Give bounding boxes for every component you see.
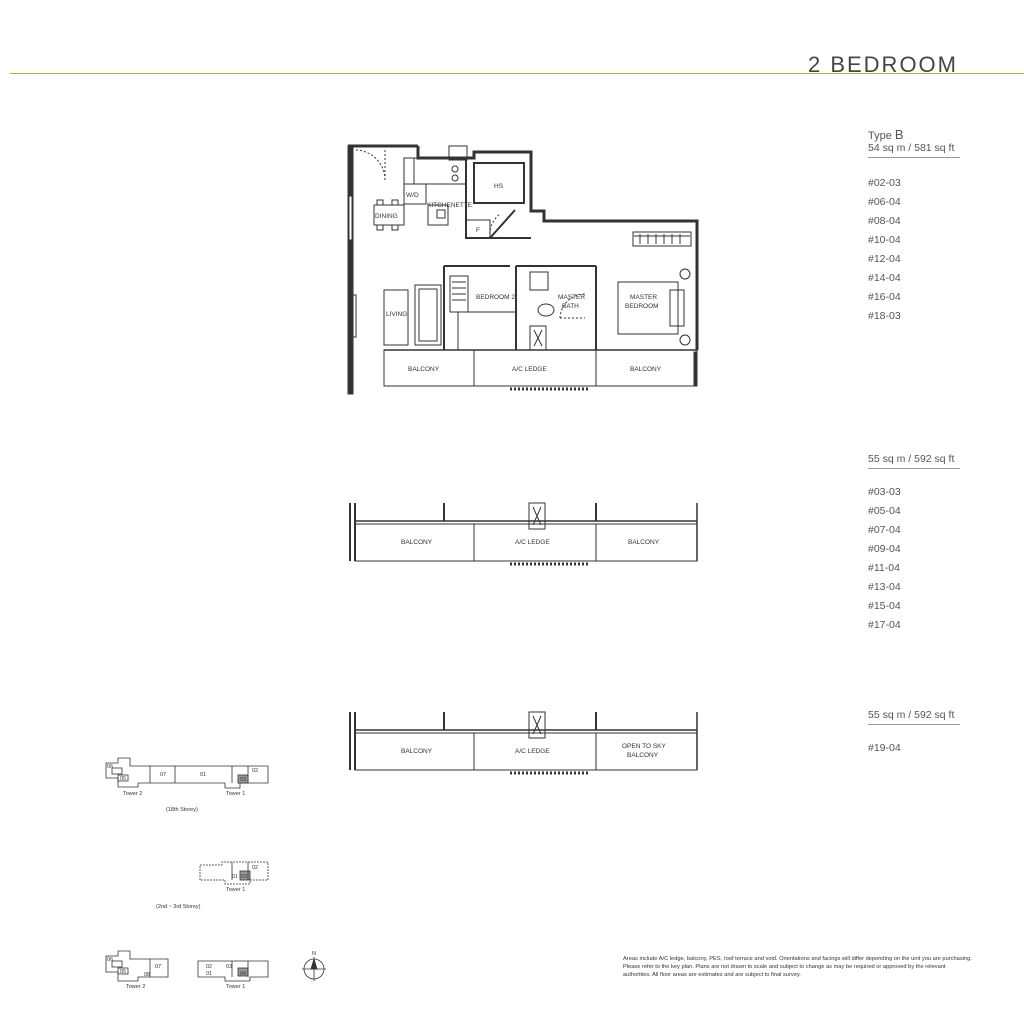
unit-area: 55 sq m / 592 sq ft (868, 453, 960, 469)
unit-number: #08-04 (868, 215, 901, 227)
label-balcony: BALCONY (401, 539, 433, 546)
key-unit: 03 (241, 874, 247, 880)
label-wd: W/D (406, 192, 419, 199)
header-rule (10, 73, 1024, 74)
label-living: LIVING (386, 311, 407, 318)
unit-type: Type B (868, 127, 960, 142)
key-unit: 03 (240, 777, 246, 783)
unit-info-group-2: 55 sq m / 592 sq ft #03-03 #05-04 #07-04… (868, 453, 960, 635)
key-unit: 01 (232, 874, 238, 880)
unit-list: #02-03 #06-04 #08-04 #10-04 #12-04 #14-0… (868, 174, 960, 326)
key-tower-label: Tower 1 (226, 791, 245, 797)
key-tower-label: Tower 1 (226, 887, 245, 893)
key-unit: 01 (200, 772, 206, 778)
key-unit: 07 (155, 964, 161, 970)
unit-number: #13-04 (868, 581, 901, 593)
key-unit: 06 (107, 957, 113, 963)
label-open-to-sky: OPEN TO SKY (622, 743, 666, 750)
unit-number: #03-03 (868, 486, 901, 498)
page-title: 2 BEDROOM (807, 52, 958, 77)
unit-number: #06-04 (868, 196, 901, 208)
label-kitchenette: KITCHENETTE (427, 202, 473, 209)
unit-number: #15-04 (868, 600, 901, 612)
key-unit: 03 (226, 964, 232, 970)
unit-number: #10-04 (868, 234, 901, 246)
label-f: F (476, 227, 480, 234)
label-master-bath: MASTER (558, 294, 585, 301)
key-unit: 02 (252, 768, 258, 774)
disclaimer: Areas include A/C ledge, balcony, PES, r… (623, 956, 972, 978)
unit-number: #17-04 (868, 619, 901, 631)
label-hs: HS (494, 183, 504, 190)
key-unit: 05 (120, 969, 126, 975)
label-master-bedroom: MASTER (630, 294, 657, 301)
unit-number: #09-04 (868, 543, 901, 555)
key-tower-label: Tower 2 (126, 984, 145, 990)
unit-type-prefix: Type (868, 130, 895, 142)
key-unit: 05 (120, 776, 126, 782)
key-unit: 04 (240, 971, 246, 977)
unit-number: #16-04 (868, 291, 901, 303)
key-unit: 02 (252, 865, 258, 871)
key-caption: (18th Storey) (166, 807, 198, 813)
unit-number: #12-04 (868, 253, 901, 265)
north-arrow-label: N (312, 951, 316, 957)
label-ac-ledge: A/C LEDGE (512, 366, 547, 373)
label-master-bedroom: BEDROOM (625, 303, 659, 310)
label-dining: DINING (375, 213, 398, 220)
unit-area: 55 sq m / 592 sq ft (868, 709, 960, 725)
label-bedroom-2: BEDROOM 2 (476, 294, 515, 301)
unit-number: #11-04 (868, 562, 900, 574)
unit-info-group-3: 55 sq m / 592 sq ft #19-04 (868, 709, 960, 758)
label-balcony: BALCONY (401, 748, 433, 755)
unit-number: #14-04 (868, 272, 901, 284)
unit-number: #18-03 (868, 310, 901, 322)
key-tower-label: Tower 1 (226, 984, 245, 990)
unit-number: #19-04 (868, 742, 901, 754)
unit-info-group-1: Type B 54 sq m / 581 sq ft #02-03 #06-04… (868, 127, 960, 326)
unit-type-letter: B (894, 127, 904, 142)
key-caption: (2nd ~ 3rd Storey) (156, 904, 201, 910)
key-unit: 06 (107, 764, 113, 770)
label-balcony: BALCONY (630, 366, 662, 373)
label-balcony: BALCONY (628, 539, 660, 546)
unit-list: #19-04 (868, 739, 960, 758)
label-balcony: BALCONY (408, 366, 440, 373)
label-master-bath: BATH (562, 303, 579, 310)
label-open-to-sky-balcony: BALCONY (627, 752, 659, 759)
label-ac-ledge: A/C LEDGE (515, 539, 550, 546)
key-unit: 08 (144, 972, 150, 978)
key-unit: 02 (206, 964, 212, 970)
unit-number: #02-03 (868, 177, 901, 189)
unit-number: #07-04 (868, 524, 901, 536)
unit-list: #03-03 #05-04 #07-04 #09-04 #11-04 #13-0… (868, 483, 960, 635)
unit-number: #05-04 (868, 505, 901, 517)
key-unit: 01 (206, 971, 212, 977)
key-tower-label: Tower 2 (123, 791, 142, 797)
key-unit: 07 (160, 772, 166, 778)
label-ac-ledge: A/C LEDGE (515, 748, 550, 755)
unit-area: 54 sq m / 581 sq ft (868, 142, 960, 158)
